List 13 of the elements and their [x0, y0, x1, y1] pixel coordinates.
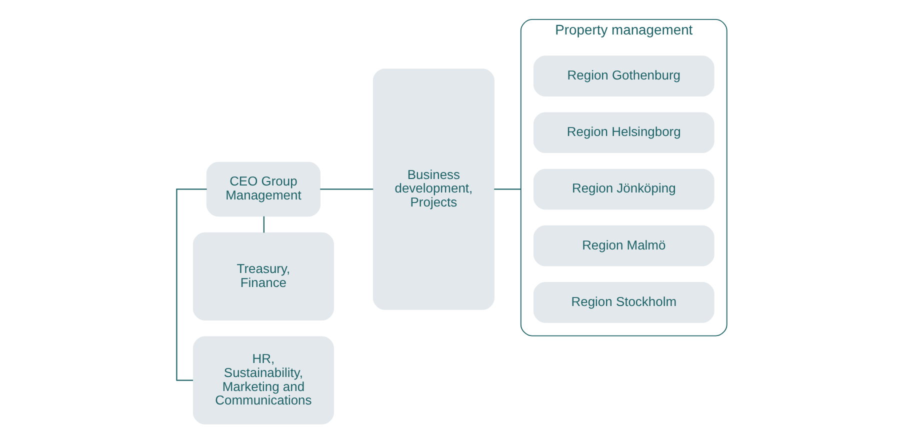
node-box: Region Gothenburg [532, 56, 714, 96]
node-box: Region Stockholm [532, 282, 714, 323]
node-box: Region Jönköping [532, 168, 714, 210]
node-box: Region Malmö [532, 225, 714, 266]
node-box: Business development, Projects [372, 68, 494, 310]
connector [320, 188, 373, 190]
node-box: Region Helsingborg [532, 112, 714, 154]
node-box: HR, Sustainability, Marketing and Communications [192, 336, 334, 424]
node-box: Treasury, Finance [192, 232, 334, 321]
connector [494, 188, 520, 190]
node-box: CEO Group Management [206, 162, 320, 217]
connector [262, 216, 264, 233]
connector [176, 188, 206, 381]
